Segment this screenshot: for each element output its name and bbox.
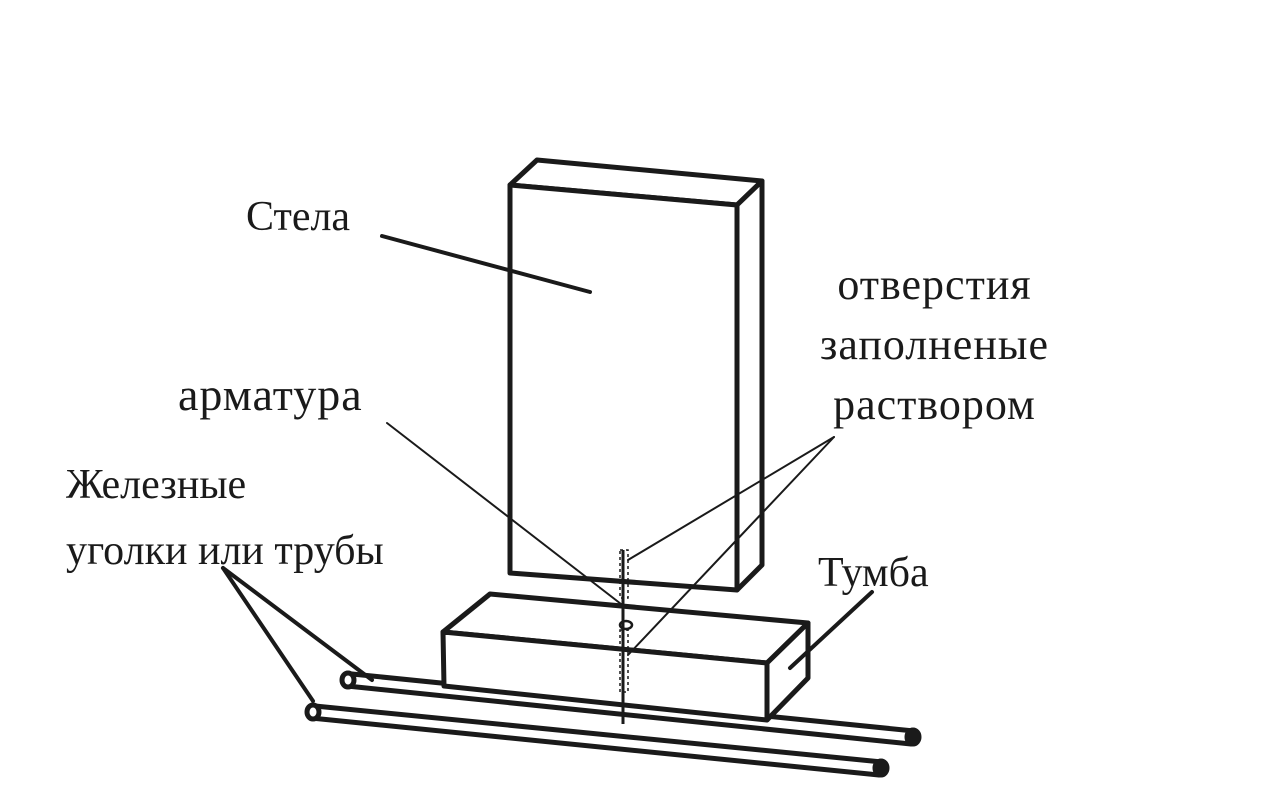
leader-rebar: [386, 422, 622, 605]
leader-stela: [380, 234, 592, 294]
leader-base: [788, 590, 874, 670]
leader-holes-1: [627, 436, 835, 561]
label-rebar: арматура: [178, 369, 363, 420]
pipe-front: [304, 702, 890, 778]
label-stela: Стела: [246, 194, 351, 240]
label-pipes-line1: Железные: [66, 462, 247, 508]
rebar: [618, 549, 634, 724]
leader-pipes-2: [221, 566, 315, 703]
leader-holes-2: [627, 436, 835, 656]
label-pipes-line2: уголки или трубы: [66, 528, 384, 574]
label-holes-filled: отверстия заполненые раствором: [820, 255, 1049, 435]
label-holes-line1: отверстия: [837, 260, 1032, 309]
label-holes-line2: заполненые: [820, 320, 1049, 369]
label-base: Тумба: [818, 550, 929, 596]
leader-pipes-1: [221, 566, 374, 682]
label-iron-pipes: Железные уголки или трубы: [66, 452, 384, 584]
stela: [507, 157, 765, 593]
label-holes-line3: раствором: [833, 380, 1036, 429]
